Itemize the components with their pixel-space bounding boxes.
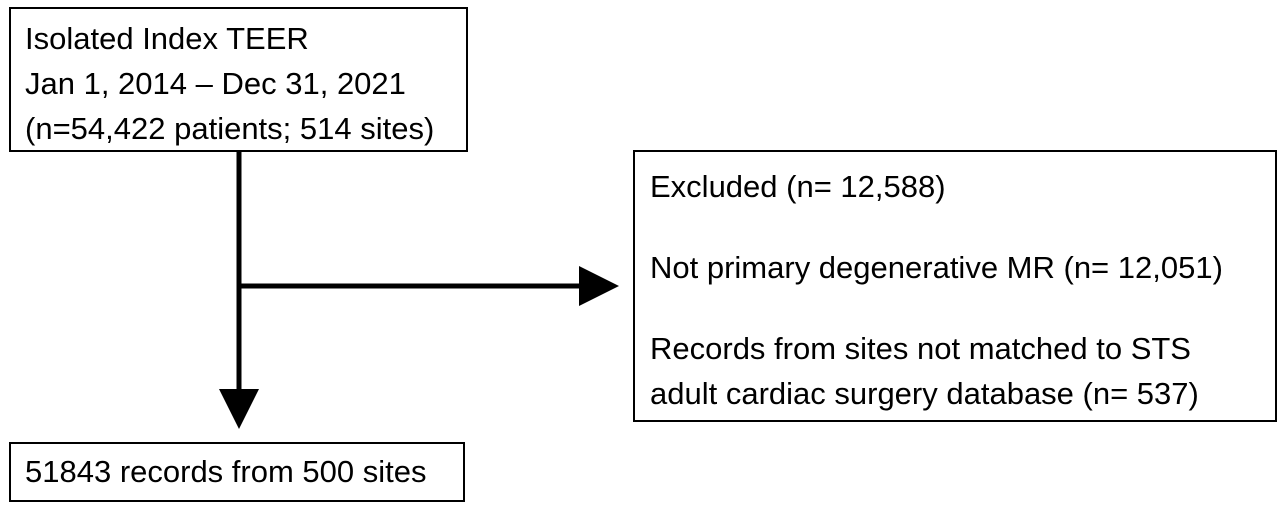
final-cohort-label: 51843 records from 500 sites bbox=[25, 454, 427, 489]
exclusion-reason-unmatched-line-2: adult cardiac surgery database (n= 537) bbox=[650, 376, 1199, 411]
source-date-range: Jan 1, 2014 – Dec 31, 2021 bbox=[25, 66, 406, 101]
source-population-box: Isolated Index TEER Jan 1, 2014 – Dec 31… bbox=[9, 7, 468, 152]
exclusion-title: Excluded (n= 12,588) bbox=[650, 169, 946, 204]
final-cohort-box: 51843 records from 500 sites bbox=[9, 442, 465, 502]
exclusion-reason-degenerative: Not primary degenerative MR (n= 12,051) bbox=[650, 250, 1223, 285]
source-count: (n=54,422 patients; 514 sites) bbox=[25, 111, 435, 146]
exclusion-box: Excluded (n= 12,588) Not primary degener… bbox=[633, 150, 1277, 422]
exclusion-reason-unmatched-line-1: Records from sites not matched to STS bbox=[650, 331, 1191, 366]
source-title: Isolated Index TEER bbox=[25, 21, 309, 56]
